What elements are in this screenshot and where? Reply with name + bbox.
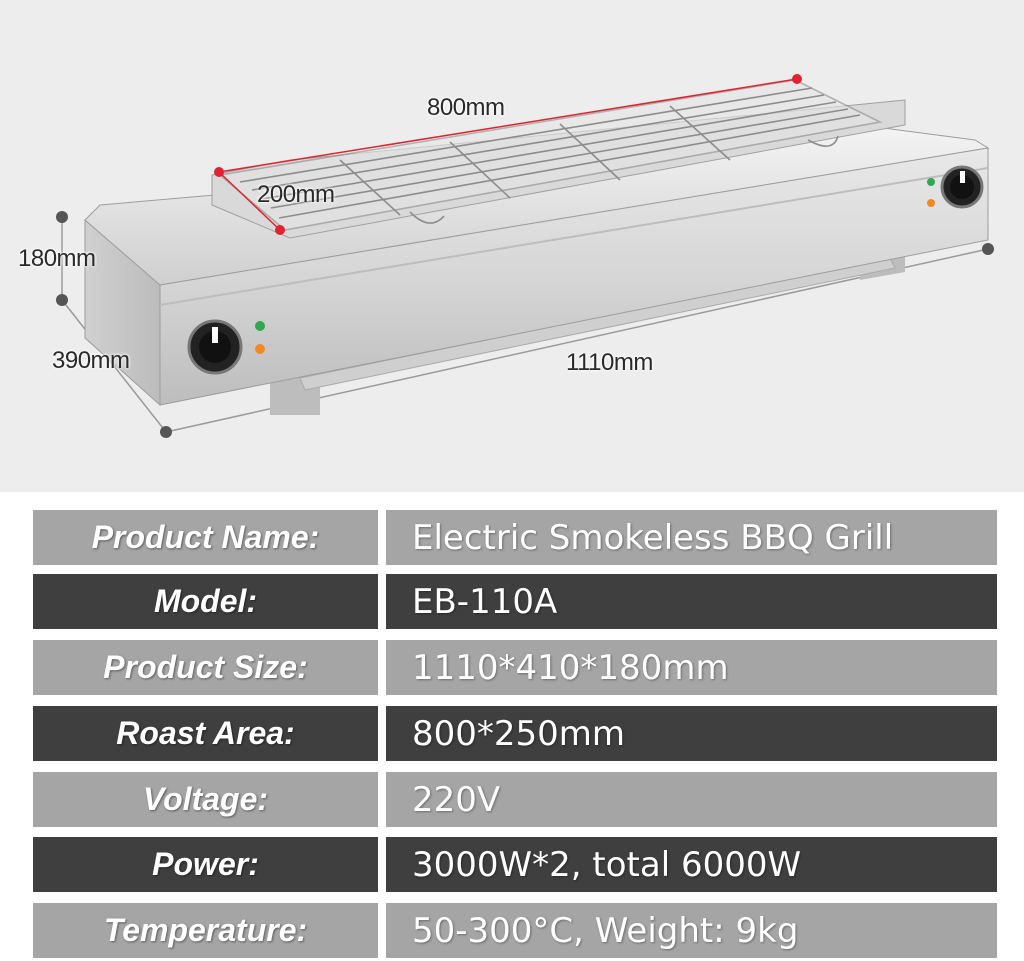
left-control-panel — [187, 319, 265, 375]
product-photo: 800mm 200mm 180mm 390mm 1110mm — [0, 0, 1024, 492]
spec-row-roast-area: Roast Area: 800*250mm — [0, 706, 1024, 761]
spec-label: Power: — [33, 837, 378, 892]
dimension-label-length: 1110mm — [566, 349, 653, 376]
grill-grate — [218, 79, 883, 231]
grill-illustration — [56, 74, 994, 438]
grate-measure-lines — [218, 78, 798, 231]
dimension-label-grill-length: 800mm — [427, 94, 505, 121]
spec-row-voltage: Voltage: 220V — [0, 772, 1024, 827]
spec-row-product-name: Product Name: Electric Smokeless BBQ Gri… — [0, 510, 1024, 565]
spec-value: Electric Smokeless BBQ Grill — [386, 510, 997, 565]
spec-value: 3000W*2, total 6000W — [386, 837, 997, 892]
spec-table: Product Name: Electric Smokeless BBQ Gri… — [0, 492, 1024, 961]
spec-label: Roast Area: — [33, 706, 378, 761]
spec-label: Voltage: — [33, 772, 378, 827]
spec-value: 800*250mm — [386, 706, 997, 761]
left-power-indicator-icon — [255, 321, 265, 331]
spec-row-model: Model: EB-110A — [0, 574, 1024, 629]
dimension-label-depth: 390mm — [52, 347, 130, 374]
spec-value: 1110*410*180mm — [386, 640, 997, 695]
spec-label: Temperature: — [33, 903, 378, 958]
dimension-markers — [56, 211, 994, 438]
grill-front-face — [159, 147, 989, 406]
left-heat-indicator-icon — [255, 344, 265, 354]
spec-value: EB-110A — [386, 574, 997, 629]
spec-label: Product Name: — [33, 510, 378, 565]
grate-measure-dots — [214, 74, 802, 235]
dimension-label-height: 180mm — [18, 245, 96, 272]
right-power-indicator-icon — [927, 178, 935, 186]
spec-value: 220V — [386, 772, 997, 827]
spec-row-power: Power: 3000W*2, total 6000W — [0, 837, 1024, 892]
spec-label: Product Size: — [33, 640, 378, 695]
spec-row-temperature: Temperature: 50-300°C, Weight: 9kg — [0, 903, 1024, 958]
right-control-panel — [927, 165, 984, 209]
spec-label: Model: — [33, 574, 378, 629]
spec-row-product-size: Product Size: 1110*410*180mm — [0, 640, 1024, 695]
spec-value: 50-300°C, Weight: 9kg — [386, 903, 997, 958]
right-heat-indicator-icon — [927, 199, 935, 207]
dimension-label-grill-width: 200mm — [257, 181, 335, 208]
